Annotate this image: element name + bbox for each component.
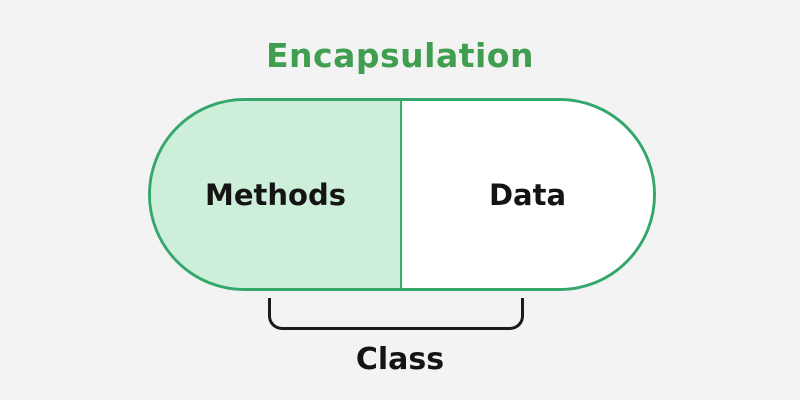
class-bracket bbox=[268, 298, 524, 330]
methods-section: Methods bbox=[151, 101, 402, 288]
diagram-title: Encapsulation bbox=[266, 36, 534, 75]
methods-label: Methods bbox=[205, 177, 346, 212]
class-label: Class bbox=[355, 342, 445, 377]
data-label: Data bbox=[488, 177, 567, 212]
data-section: Data bbox=[402, 101, 653, 288]
class-capsule: Methods Data bbox=[148, 98, 656, 291]
